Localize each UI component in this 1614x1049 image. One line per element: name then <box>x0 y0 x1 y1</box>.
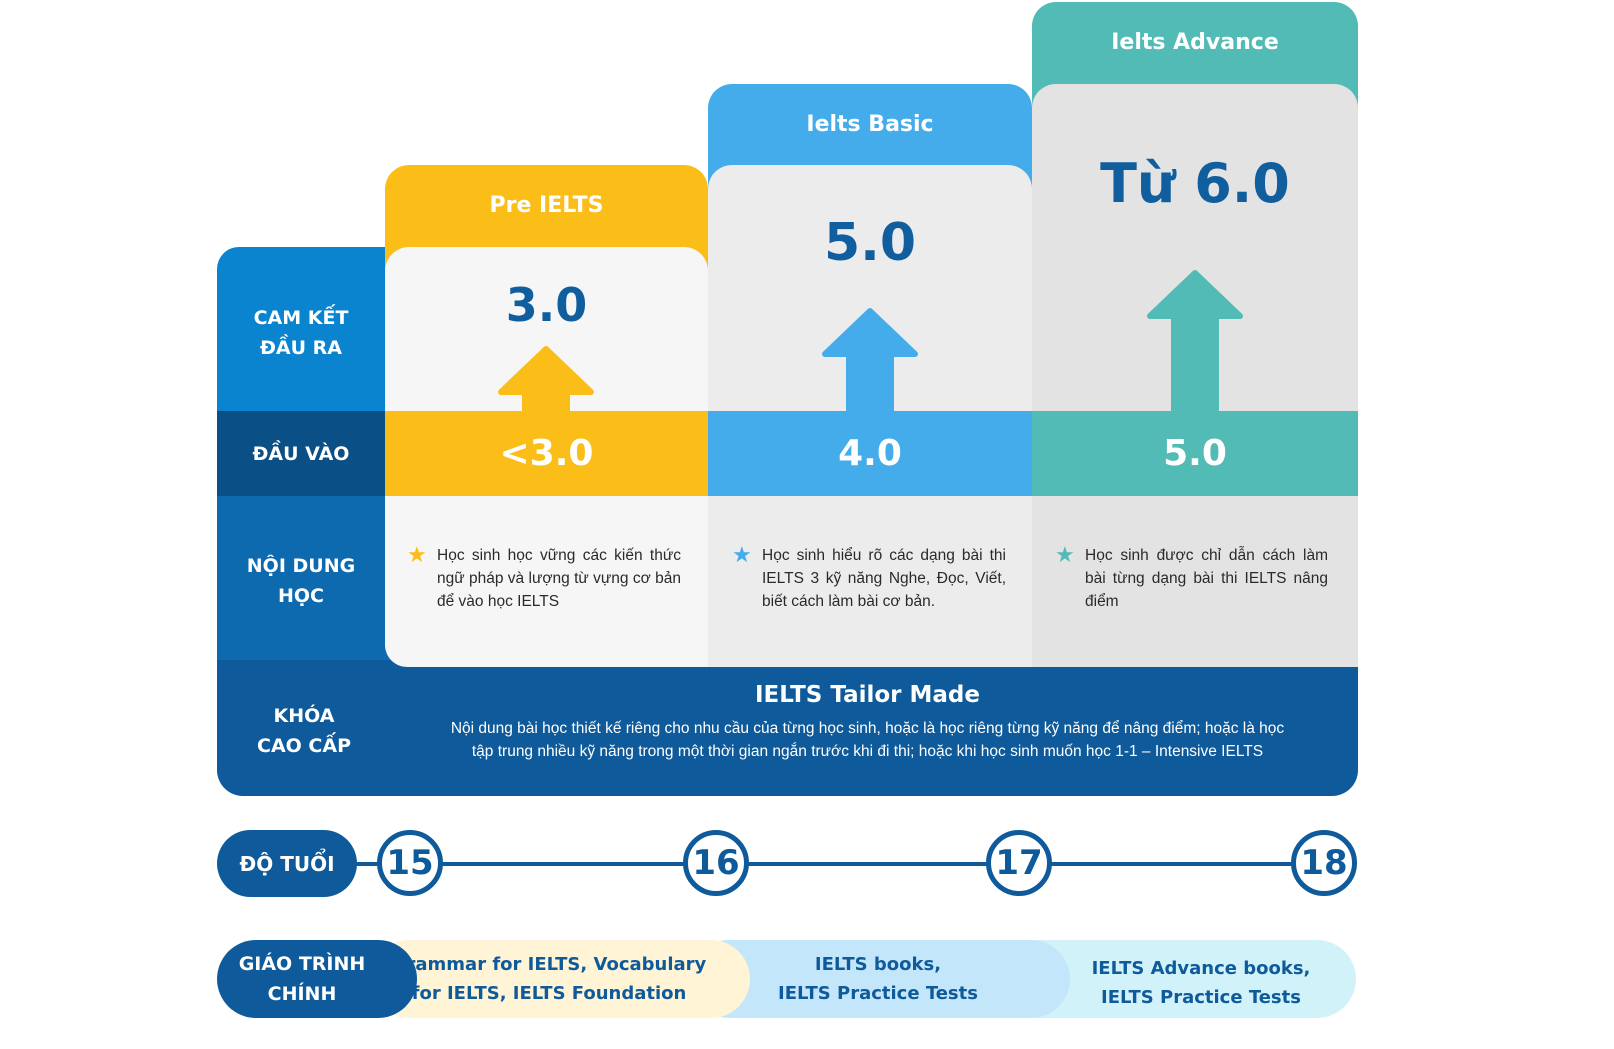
textbook-ielts-advance: IELTS Advance books, IELTS Practice Test… <box>1091 958 1311 1008</box>
textbook-ielts-basic: IELTS books, IELTS Practice Tests <box>778 954 978 1004</box>
ielts-basic-output: 5.0 <box>823 213 917 273</box>
textbook-pre-ielts: Grammar for IELTS, Vocabulary for IELTS,… <box>391 954 707 1004</box>
star-icon: ★ <box>732 543 752 568</box>
age-16: 16 <box>683 830 749 896</box>
up-arrow-icon <box>822 308 918 414</box>
label-input: ĐẦU VÀO <box>217 411 385 496</box>
age-17: 17 <box>986 830 1052 896</box>
age-15: 15 <box>377 830 443 896</box>
up-arrow-icon <box>498 346 594 416</box>
tailor-made-desc-2: tập trung nhiều kỹ năng trong một thời g… <box>471 743 1264 760</box>
textbook-2-bg <box>690 940 1070 1018</box>
pre-ielts-content-card <box>385 496 708 666</box>
ielts-basic-input: 4.0 <box>708 411 1032 496</box>
label-column-top <box>217 247 397 412</box>
label-advanced: KHÓA CAO CẤP <box>257 705 351 757</box>
tailor-made-title: IELTS Tailor Made <box>754 682 980 708</box>
label-age: ĐỘ TUỔI <box>217 830 357 897</box>
ielts-advance-name: Ielts Advance <box>1111 29 1279 55</box>
label-output: CAM KẾT ĐẦU RA <box>253 307 349 359</box>
up-arrow-icon <box>1147 270 1243 414</box>
pre-ielts-name: Pre IELTS <box>489 192 604 218</box>
label-content-bg <box>217 496 397 686</box>
age-timeline-line <box>350 862 1340 866</box>
pre-ielts-input: <3.0 <box>385 411 708 496</box>
tailor-made-desc-1: Nội dung bài học thiết kế riêng cho nhu … <box>450 720 1285 737</box>
pre-ielts-content: Học sinh học vững các kiến thức ngữ pháp… <box>437 547 681 610</box>
ielts-basic-content: Học sinh hiểu rõ các dạng bài thi IELTS … <box>762 547 1006 610</box>
ielts-advance-input: 5.0 <box>1032 411 1358 496</box>
age-18: 18 <box>1291 830 1357 896</box>
star-icon: ★ <box>1055 543 1075 568</box>
label-content: NỘI DUNG HỌC <box>246 555 356 607</box>
textbook-1-bg <box>370 940 750 1018</box>
ielts-advance-output: Từ 6.0 <box>1100 151 1290 215</box>
pre-ielts-output: 3.0 <box>505 278 588 332</box>
ielts-basic-name: Ielts Basic <box>806 111 934 137</box>
label-textbook: GIÁO TRÌNH CHÍNH <box>238 953 366 1005</box>
tailor-made-band <box>217 660 1358 796</box>
star-icon: ★ <box>407 543 427 568</box>
label-textbook-bg <box>217 940 417 1018</box>
ielts-advance-content: Học sinh được chỉ dẫn cách làm bài từng … <box>1085 547 1328 610</box>
